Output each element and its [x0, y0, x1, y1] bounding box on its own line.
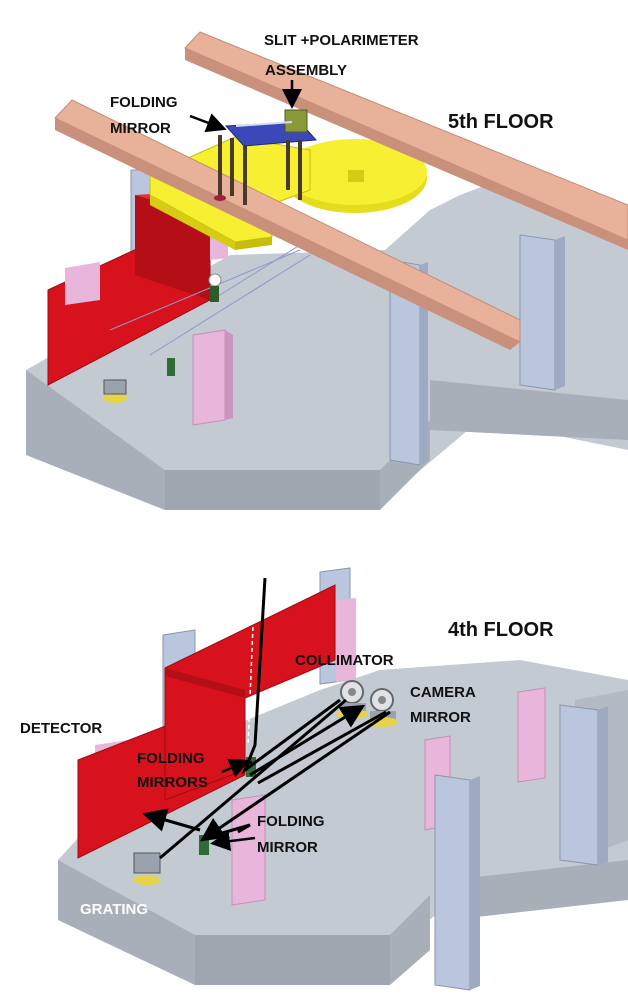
- folding-mirror-label-line2: MIRROR: [110, 120, 171, 137]
- folding-mirror-lower-arrow: [210, 831, 256, 852]
- folding-mirrors-label-line2: MIRRORS: [137, 774, 208, 791]
- slit-table: [214, 109, 318, 205]
- folding-mirror-label-line1: FOLDING: [110, 94, 178, 111]
- fifth-floor-slab: [26, 180, 628, 510]
- fourth-floor-title: 4th FLOOR: [448, 619, 554, 641]
- folding-mirror-arrow: [189, 113, 227, 133]
- beam-to-detector: [142, 808, 201, 832]
- camera-mirror-label-line1: CAMERA: [410, 684, 476, 701]
- beam-to-collimator: [249, 704, 366, 777]
- lower-right-pillars: [434, 704, 608, 991]
- fifth-floor-panel: SLIT +POLARIMETER ASSEMBLY FOLDING MIRRO…: [26, 31, 628, 510]
- folding-mirrors-label-line1: FOLDING: [137, 750, 205, 767]
- fourth-floor-annotations: 4th FLOOR COLLIMATOR CAMERA MIRROR DETEC…: [20, 619, 554, 918]
- light-beam-paths: [142, 577, 391, 860]
- fifth-floor-optics: [103, 244, 311, 403]
- folding-mirrors-arrow: [221, 758, 250, 778]
- beam-camera-to-fold: [200, 710, 391, 842]
- right-pillars: [389, 234, 565, 466]
- slit-polarimeter-label-line1: SLIT +POLARIMETER: [264, 32, 419, 49]
- fifth-floor-title: 5th FLOOR: [448, 111, 554, 133]
- beam-collimator-return: [257, 710, 387, 785]
- detector-label: DETECTOR: [20, 720, 102, 737]
- fourth-floor-panel: 4th FLOOR COLLIMATOR CAMERA MIRROR DETEC…: [20, 567, 628, 991]
- collimator-label: COLLIMATOR: [295, 652, 394, 669]
- pink-pillars: [65, 222, 233, 426]
- folding-mirror-lower-label-line1: FOLDING: [257, 813, 325, 830]
- beam-to-grating: [159, 698, 347, 860]
- fifth-floor-annotations: SLIT +POLARIMETER ASSEMBLY FOLDING MIRRO…: [110, 32, 554, 137]
- slit-polarimeter-label-line2: ASSEMBLY: [265, 62, 347, 79]
- incoming-beam: [241, 577, 341, 775]
- camera-mirror-label-line2: MIRROR: [410, 709, 471, 726]
- folding-mirror-lower-label-line2: MIRROR: [257, 839, 318, 856]
- grating-label: GRATING: [80, 901, 148, 918]
